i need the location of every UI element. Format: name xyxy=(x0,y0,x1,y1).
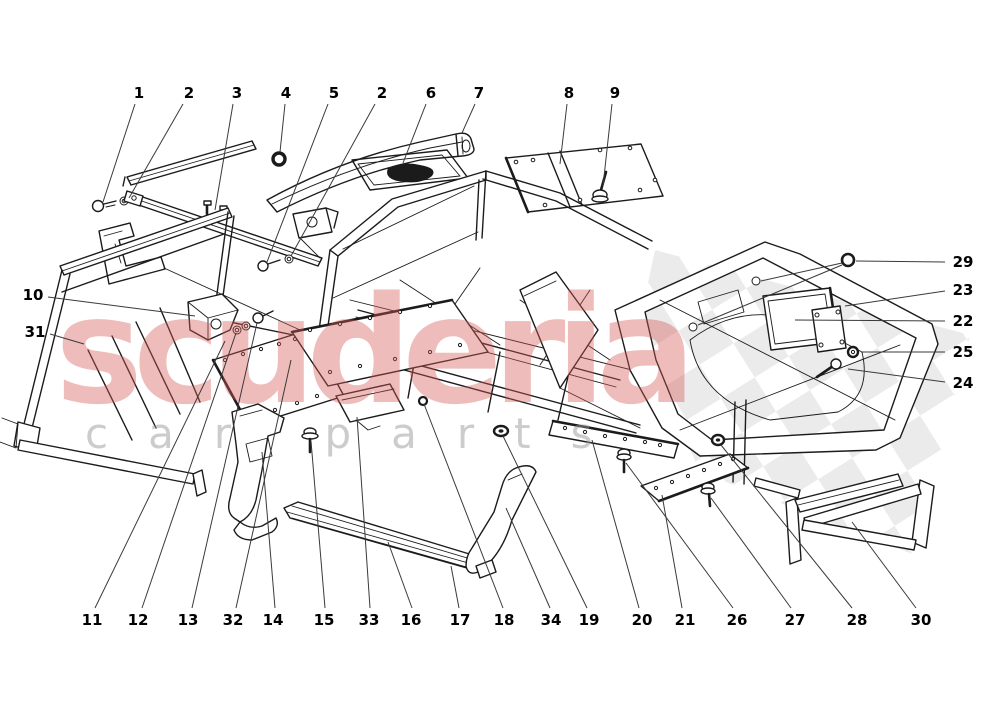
leader-line-14 xyxy=(261,451,276,609)
leader-line-31 xyxy=(49,333,85,345)
leader-line-1 xyxy=(102,103,136,203)
bracket-10-drawing xyxy=(187,293,274,341)
callout-label-5: 5 xyxy=(329,84,339,102)
callout-label-24: 24 xyxy=(953,374,974,392)
callout-label-3: 3 xyxy=(232,84,242,102)
callout-label-28: 28 xyxy=(847,611,868,629)
leader-line-11 xyxy=(94,340,226,609)
callout-label-29: 29 xyxy=(953,253,974,271)
leader-line-24 xyxy=(847,368,946,383)
callout-label-25: 25 xyxy=(953,343,974,361)
leader-line-15 xyxy=(310,440,326,609)
leader-line-16 xyxy=(387,541,413,609)
leader-line-7 xyxy=(461,103,476,134)
callout-label-19: 19 xyxy=(579,611,600,629)
callout-label-14: 14 xyxy=(263,611,284,629)
callout-label-13: 13 xyxy=(178,611,199,629)
watermark-subtext: car parts xyxy=(85,409,632,458)
leader-line-13 xyxy=(191,322,258,609)
leader-line-2 xyxy=(290,103,376,257)
callout-label-2: 2 xyxy=(184,84,194,102)
callout-label-18: 18 xyxy=(494,611,515,629)
leader-line-8 xyxy=(559,103,568,165)
front-subframe-drawing xyxy=(0,207,235,497)
callout-label-27: 27 xyxy=(785,611,806,629)
leader-line-28 xyxy=(720,444,853,609)
callout-label-4: 4 xyxy=(281,84,291,102)
leader-line-26 xyxy=(625,462,734,609)
leader-line-34 xyxy=(505,507,551,609)
callout-label-23: 23 xyxy=(953,281,974,299)
callout-label-15: 15 xyxy=(314,611,335,629)
callout-label-10: 10 xyxy=(23,286,44,304)
rear-frame-drawing xyxy=(614,241,939,499)
leader-line-6 xyxy=(402,103,427,164)
leader-line-4 xyxy=(279,103,286,153)
callout-label-12: 12 xyxy=(128,611,149,629)
a-pillar-drawing xyxy=(227,403,285,541)
callout-label-32: 32 xyxy=(223,611,244,629)
sill-drawing xyxy=(283,501,477,571)
callout-label-30: 30 xyxy=(911,611,932,629)
leader-line-10 xyxy=(47,296,196,317)
callout-label-8: 8 xyxy=(564,84,574,102)
b-pillar-drawing xyxy=(465,465,537,579)
callout-label-1: 1 xyxy=(134,84,144,102)
leader-line-19 xyxy=(502,435,588,609)
callout-label-26: 26 xyxy=(727,611,748,629)
leader-line-17 xyxy=(450,565,460,609)
leader-line-21 xyxy=(661,494,683,609)
floor-panel-8-drawing xyxy=(504,143,664,214)
leader-line-32 xyxy=(235,359,292,609)
leader-line-3 xyxy=(214,103,234,211)
callout-label-21: 21 xyxy=(675,611,696,629)
leader-line-20 xyxy=(591,439,640,609)
callout-label-31: 31 xyxy=(25,323,46,341)
callout-label-22: 22 xyxy=(953,312,974,330)
front-hoop-bracket-drawing xyxy=(98,222,166,285)
callout-label-16: 16 xyxy=(401,611,422,629)
watermark: scuderia car parts xyxy=(55,265,696,458)
bumper-bracket-drawing xyxy=(785,473,935,565)
main-chassis-drawing xyxy=(163,170,653,434)
callout-label-20: 20 xyxy=(632,611,653,629)
bolt-1-drawing xyxy=(91,196,129,213)
line-art xyxy=(0,132,939,579)
leader-line-9 xyxy=(602,103,613,187)
leader-line-5 xyxy=(266,103,329,263)
leader-line-29 xyxy=(855,260,946,263)
leader-line-27 xyxy=(710,497,792,609)
grommet-4-drawing xyxy=(271,151,287,167)
leader-line-23 xyxy=(844,290,946,307)
latch-bracket-drawing xyxy=(257,207,339,272)
callout-label-11: 11 xyxy=(82,611,103,629)
leader-line-2 xyxy=(128,103,184,199)
callout-label-2: 2 xyxy=(377,84,387,102)
callout-label-34: 34 xyxy=(541,611,562,629)
leader-line-33 xyxy=(356,416,371,609)
roof-beam-drawing xyxy=(266,132,475,213)
callout-label-17: 17 xyxy=(450,611,471,629)
leader-line-12 xyxy=(141,332,237,609)
leader-line-18 xyxy=(423,403,504,609)
floor-plates-drawing xyxy=(211,298,510,454)
callout-label-6: 6 xyxy=(426,84,436,102)
watermark-text: scuderia xyxy=(55,265,686,437)
leader-line-30 xyxy=(851,521,917,609)
callout-label-33: 33 xyxy=(359,611,380,629)
leader-line-22 xyxy=(794,319,946,322)
rear-plates-drawing xyxy=(548,419,750,508)
callout-label-7: 7 xyxy=(474,84,484,102)
callout-label-9: 9 xyxy=(610,84,620,102)
front-upper-bar-drawing xyxy=(122,140,257,187)
